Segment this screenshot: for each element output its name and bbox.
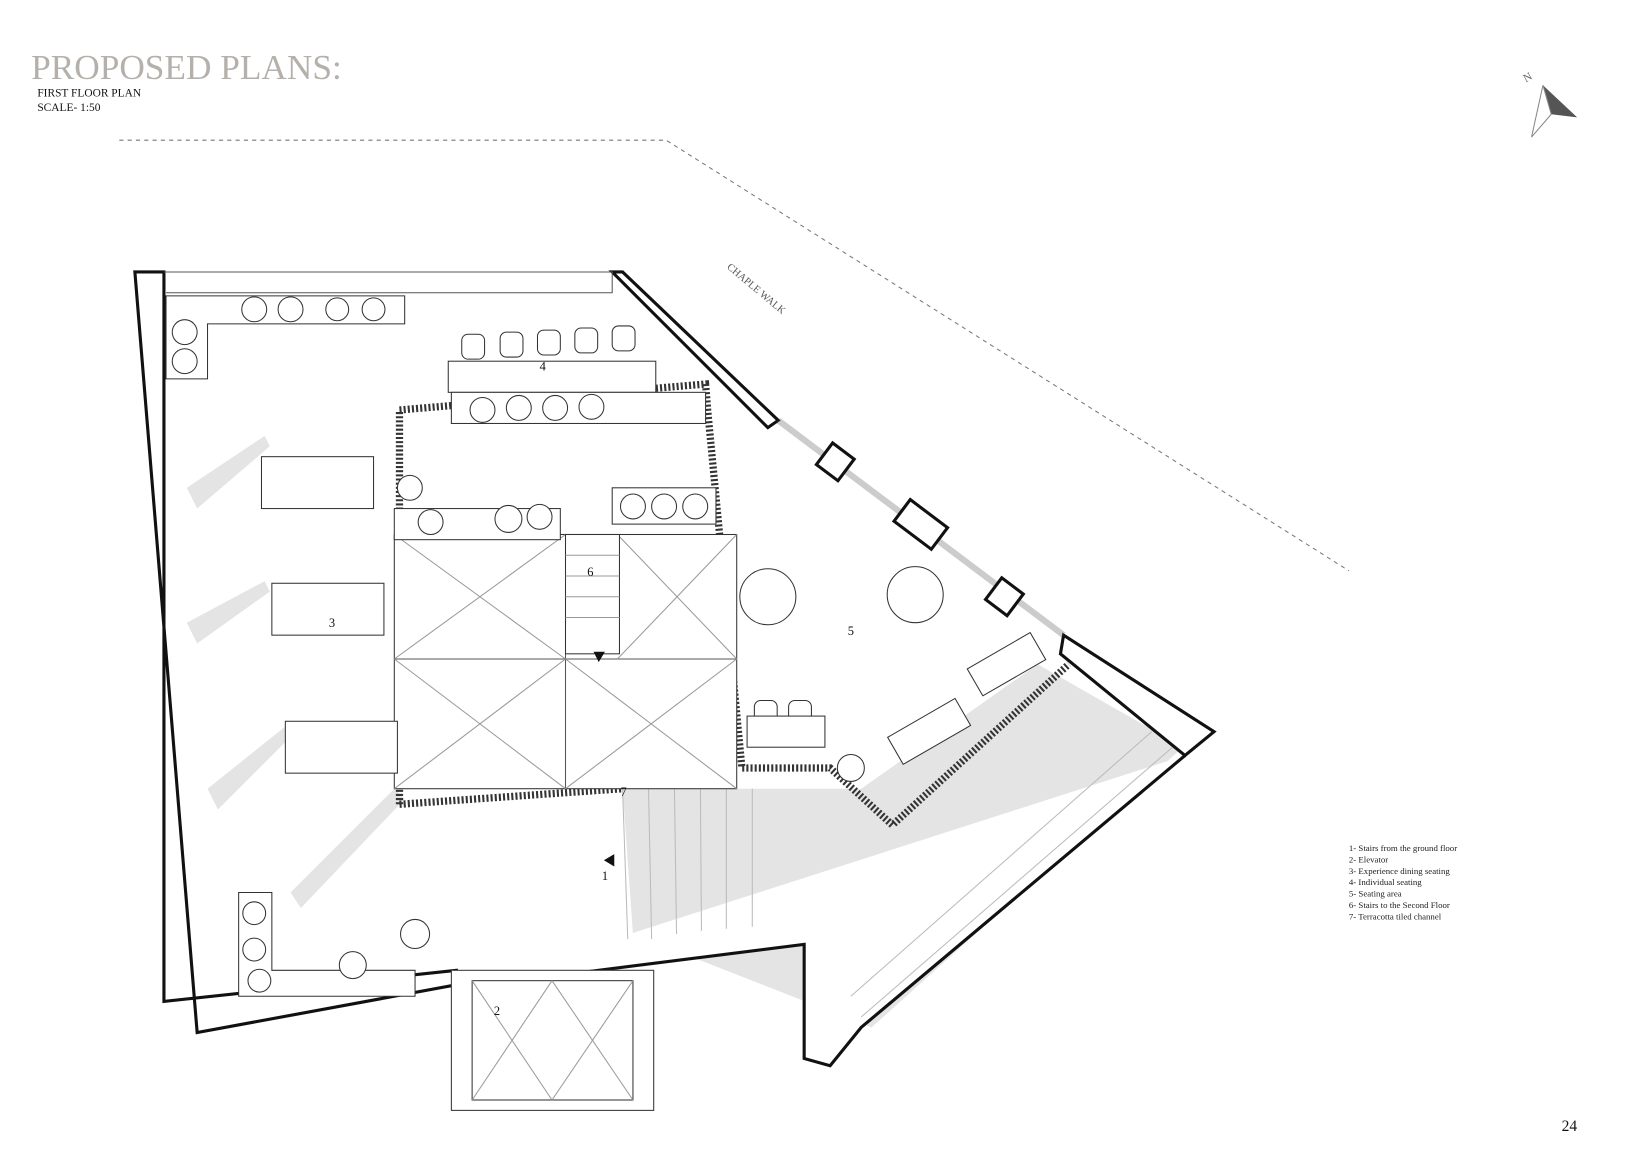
svg-text:N: N [1521,71,1534,86]
individual-counter [447,360,657,393]
room-number-2: 2 [494,1004,500,1018]
north-arrow-icon: N [1521,71,1578,138]
elevator [450,969,655,1111]
page-number: 24 [1562,1118,1578,1135]
legend-item: 5- Seating area [1349,889,1402,899]
dining-tables [260,456,398,774]
legend-item: 4- Individual seating [1349,877,1422,887]
planters [165,295,865,997]
page-title: PROPOSED PLANS: [31,48,342,87]
room-number-4: 4 [540,360,547,374]
plan-subtitle: FIRST FLOOR PLAN [37,88,141,100]
structural-grid [393,533,738,790]
room-number-3: 3 [329,616,335,630]
room-number-5: 5 [848,624,854,638]
legend-item: 2- Elevator [1349,854,1388,864]
street-label: CHAPLE WALK [724,262,787,317]
window-line [163,271,613,294]
terracotta-channel [395,380,1072,830]
plan-scale: SCALE- 1:50 [37,102,100,114]
stairs-ground [622,731,1173,1018]
room-number-6: 6 [587,565,593,579]
stair-arrow-icon [603,854,615,867]
legend-item: 6- Stairs to the Second Floor [1349,900,1450,910]
seating-area [739,566,1047,766]
room-number-1: 1 [602,869,608,883]
legend: 1- Stairs from the ground floor 2- Eleva… [1349,843,1457,921]
legend-item: 7- Terracotta tiled channel [1349,911,1442,921]
outer-wall-ne [608,270,781,430]
legend-item: 1- Stairs from the ground floor [1349,843,1457,853]
legend-item: 3- Experience dining seating [1349,866,1450,876]
room-number-7: 7 [621,785,627,799]
